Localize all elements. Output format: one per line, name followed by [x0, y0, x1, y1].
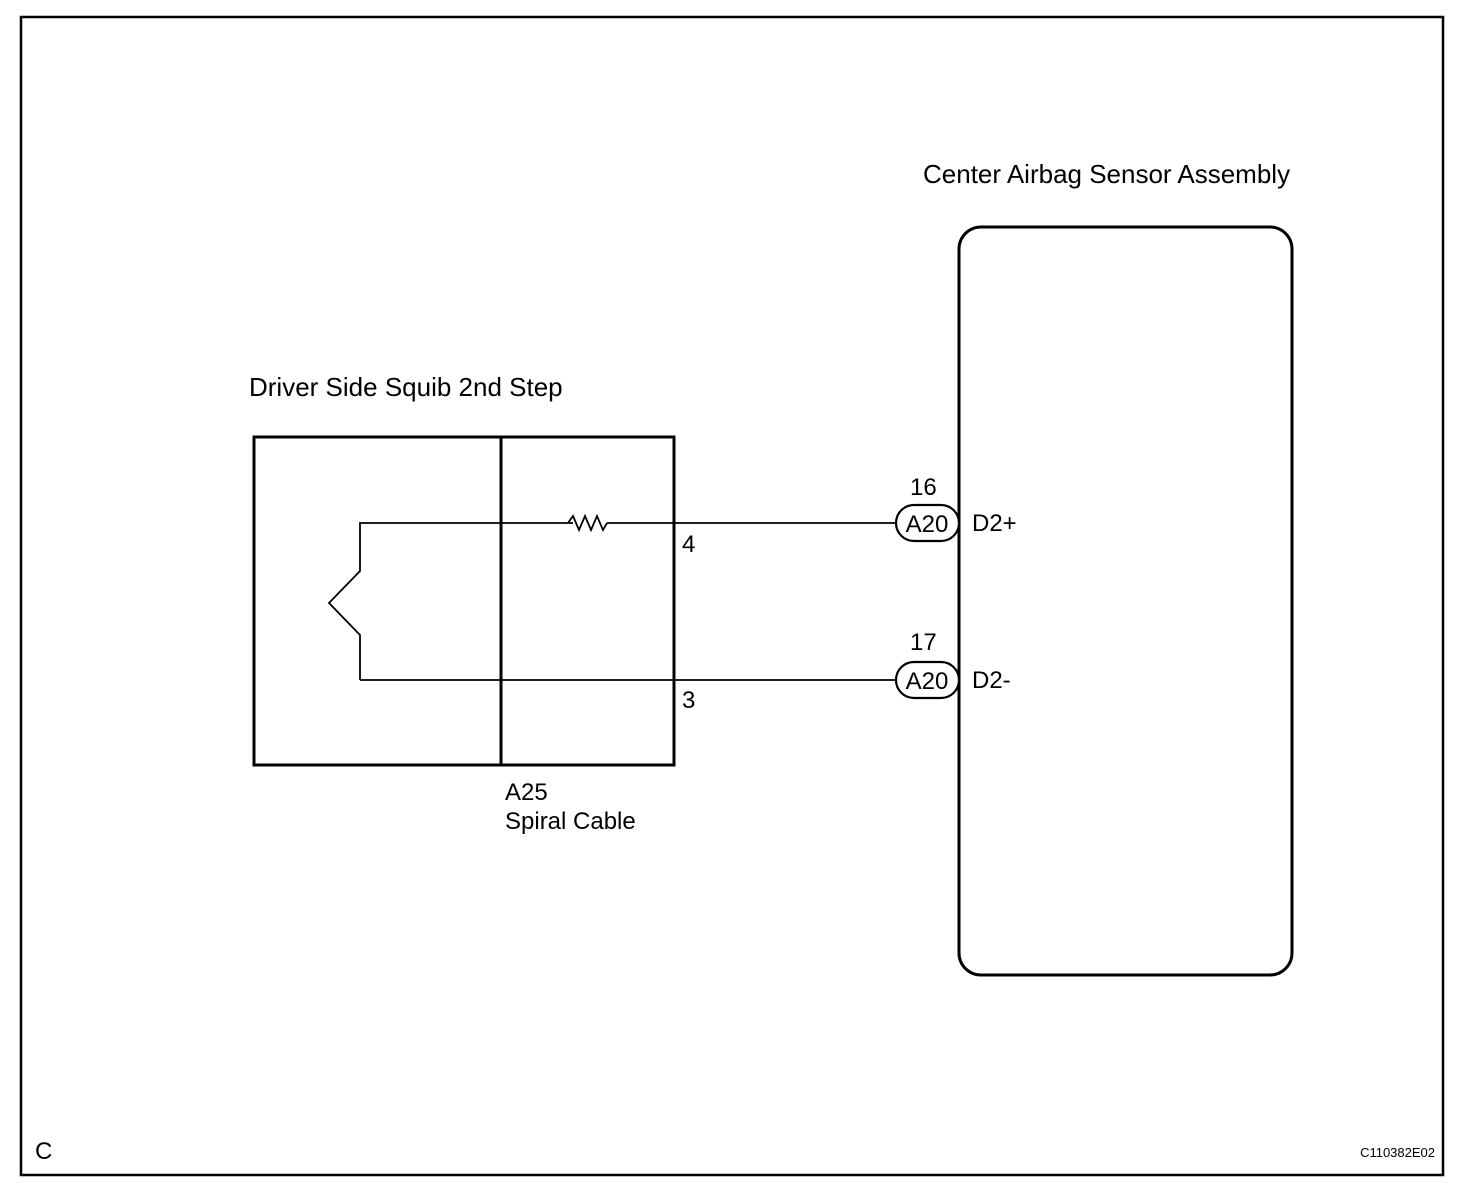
resistor-symbol	[567, 513, 608, 533]
figure-code: C110382E02	[1360, 1145, 1435, 1160]
connector-code-upper: A20	[906, 511, 949, 538]
connector-oval-upper	[894, 503, 961, 543]
squib-element	[327, 522, 573, 680]
ecu-box	[957, 225, 1294, 977]
diagram-frame	[19, 15, 1445, 1177]
ecu-pin-number-upper: 16	[910, 474, 937, 501]
spiral-cable-name: Spiral Cable	[505, 808, 636, 835]
ecu-signal-upper: D2+	[972, 510, 1017, 537]
ecu-pin-number-lower: 17	[910, 629, 937, 656]
ecu-title: Center Airbag Sensor Assembly	[923, 159, 1290, 189]
spiral-cable-connector-code: A25	[505, 779, 548, 806]
spiral-cable-pin-upper: 4	[682, 531, 695, 558]
connector-oval-lower	[894, 660, 961, 700]
connector-code-lower: A20	[906, 668, 949, 695]
squib-box	[252, 435, 676, 767]
squib-title: Driver Side Squib 2nd Step	[249, 372, 563, 402]
spiral-cable-pin-lower: 3	[682, 687, 695, 714]
ecu-signal-lower: D2-	[972, 667, 1011, 694]
corner-letter: C	[35, 1138, 52, 1165]
